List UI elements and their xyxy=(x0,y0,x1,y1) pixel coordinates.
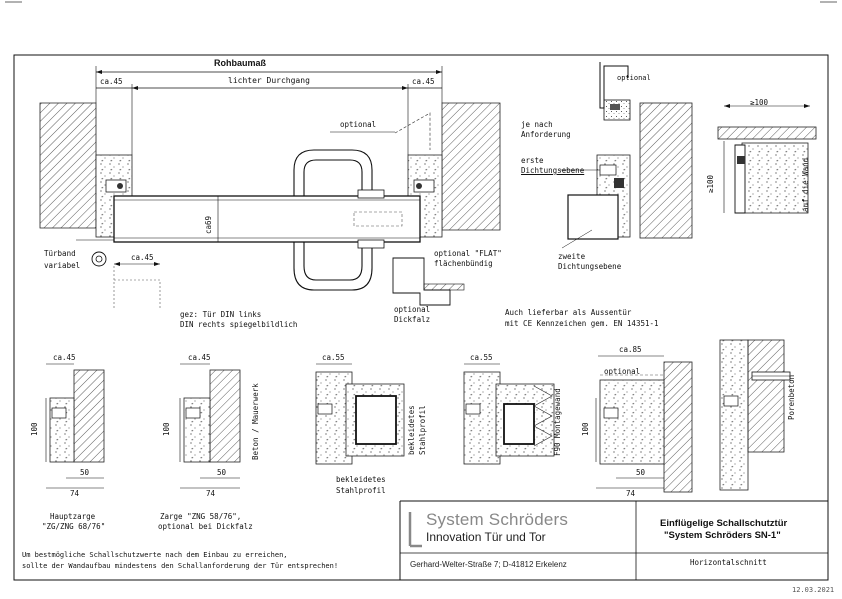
optional-dickfalz-label-2: Dickfalz xyxy=(394,315,431,324)
dim-ge100-top: ≥100 xyxy=(750,98,769,107)
section-5-dim-50: 50 xyxy=(636,468,646,477)
tuerband-label-2: variabel xyxy=(44,261,81,270)
section-2-caption-1: Zarge "ZNG 58/76", xyxy=(160,512,242,521)
section-4-dim-top: ca.55 xyxy=(470,353,493,362)
dim-ge100-side: ≥100 xyxy=(706,174,715,193)
section-3-side-label-2: Stahlprofil xyxy=(418,405,427,455)
product-title-1: Einflügelige Schallschutztür xyxy=(660,518,788,529)
erste-dichtungsebene-label-2: Dichtungsebene xyxy=(521,166,585,175)
dim-ca45-right: ca.45 xyxy=(412,77,435,86)
section-2 xyxy=(179,363,241,489)
section-5-optional-label: optional xyxy=(604,367,641,376)
lichter-durchgang-label: lichter Durchgang xyxy=(228,76,310,85)
section-3 xyxy=(315,363,405,465)
section-1-dim-50: 50 xyxy=(80,468,90,477)
erste-dichtungsebene-label-1: erste xyxy=(521,156,544,165)
section-3-dim-top: ca.55 xyxy=(322,353,345,362)
footer-note-2: sollte der Wandaufbau mindestens den Sch… xyxy=(22,562,339,570)
detail-optional-label: optional xyxy=(617,74,651,82)
section-3-caption-1: bekleidetes xyxy=(336,475,386,484)
section-1-dim-side: 100 xyxy=(30,422,39,436)
din-note-1: gez: Tür DIN links xyxy=(180,310,262,319)
optional-flat-label-2: flächenbündig xyxy=(434,259,493,268)
section-6-side-label: Porenbeton xyxy=(787,374,796,420)
main-plan xyxy=(39,66,501,310)
section-2-dim-side: 100 xyxy=(162,422,171,436)
section-5-dim-side: 100 xyxy=(581,422,590,436)
section-1-dim-top: ca.45 xyxy=(53,353,76,362)
section-1 xyxy=(45,363,105,489)
section-1-caption-2: "ZG/ZNG 68/76" xyxy=(42,522,106,531)
auf-die-wand-label: auf die Wand xyxy=(801,157,810,212)
section-3-caption-2: Stahlprofil xyxy=(336,486,386,495)
view-label: Horizontalschnitt xyxy=(690,558,767,567)
brand-slogan: Innovation Tür und Tor xyxy=(426,530,546,544)
section-1-caption-1: Hauptzarge xyxy=(50,512,96,521)
zweite-dichtungsebene-label-1: zweite xyxy=(558,252,586,261)
section-3-side-label-1: bekleidetes xyxy=(407,405,416,455)
product-title-2: "System Schröders SN-1" xyxy=(664,530,781,541)
section-2-dim-74: 74 xyxy=(206,489,216,498)
optional-flat-label-1: optional "FLAT" xyxy=(434,249,502,258)
section-4-side-label: F90 Montagewand xyxy=(553,388,562,456)
section-4 xyxy=(463,363,555,465)
section-6 xyxy=(719,339,791,491)
section-5-dim-top: ca.85 xyxy=(619,345,642,354)
section-5 xyxy=(595,355,693,493)
section-2-caption-2: optional bei Dickfalz xyxy=(158,522,253,531)
section-2-dim-50: 50 xyxy=(217,468,227,477)
je-nach-label-2: Anforderung xyxy=(521,130,571,139)
dim-ca69: ca69 xyxy=(204,215,213,234)
footer-note-1: Um bestmögliche Schallschutzwerte nach d… xyxy=(22,551,288,559)
detail-seal xyxy=(560,62,817,249)
section-5-dim-74: 74 xyxy=(626,489,636,498)
section-2-side-label: Beton / Mauerwerk xyxy=(251,383,260,460)
date-label: 12.03.2021 xyxy=(792,586,835,594)
optional-dickfalz-label-1: optional xyxy=(394,305,431,314)
rohbaumass-label: Rohbaumaß xyxy=(214,58,267,68)
tuerband-label-1: Türband xyxy=(44,249,76,258)
optional-top-label: optional xyxy=(340,120,377,129)
zweite-dichtungsebene-label-2: Dichtungsebene xyxy=(558,262,622,271)
dim-ca45-bottom: ca.45 xyxy=(131,253,154,262)
aussen-note-1: Auch lieferbar als Aussentür xyxy=(505,308,632,317)
logo-mark xyxy=(408,512,422,548)
je-nach-label-1: je nach xyxy=(521,120,553,129)
aussen-note-2: mit CE Kennzeichen gem. EN 14351-1 xyxy=(505,319,659,328)
dim-ca45-left: ca.45 xyxy=(100,77,123,86)
din-note-2: DIN rechts spiegelbildlich xyxy=(180,320,298,329)
address: Gerhard-Welter-Straße 7; D-41812 Erkelen… xyxy=(410,560,567,569)
brand-name: System Schröders xyxy=(426,510,569,529)
section-2-dim-top: ca.45 xyxy=(188,353,211,362)
section-1-dim-74: 74 xyxy=(70,489,80,498)
